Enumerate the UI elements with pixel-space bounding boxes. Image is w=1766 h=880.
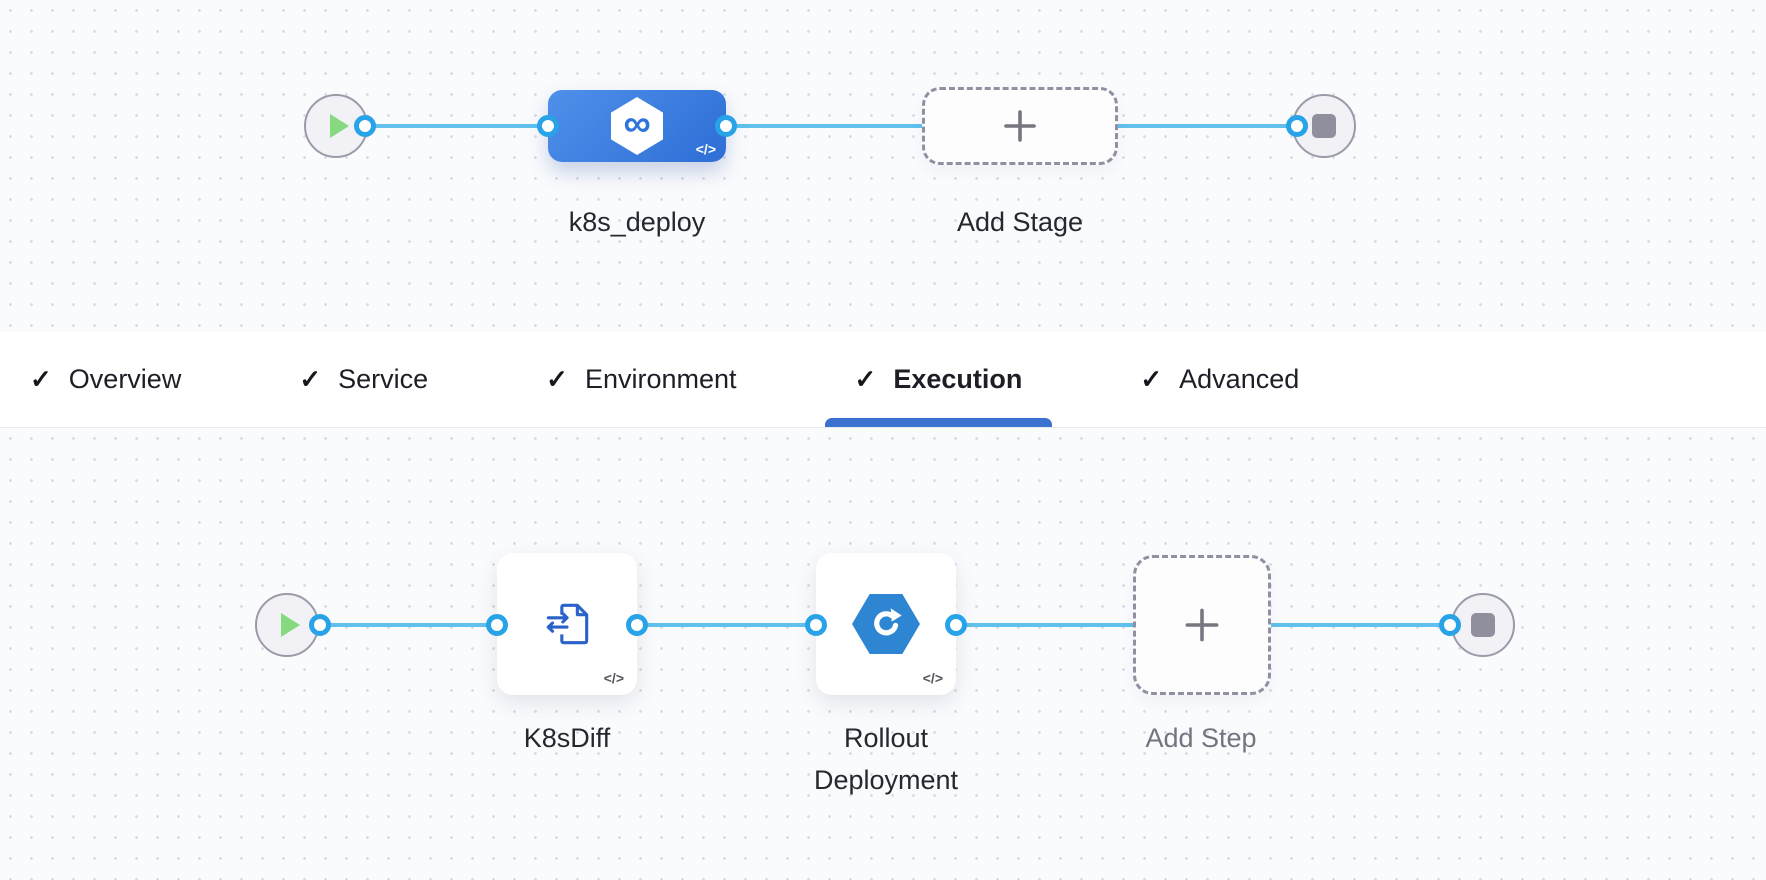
tab-advanced[interactable]: ✓ Advanced xyxy=(1110,332,1329,427)
tab-label: Execution xyxy=(893,364,1023,394)
connector-port[interactable] xyxy=(626,614,648,636)
tab-overview[interactable]: ✓ Overview xyxy=(0,332,211,427)
connector-port[interactable] xyxy=(354,115,376,137)
k8s-diff-icon xyxy=(546,603,589,645)
step-node-rollout-deployment[interactable]: </> xyxy=(816,553,956,695)
check-icon: ✓ xyxy=(299,364,322,394)
stage-graph-canvas[interactable]: ∞ </> k8s_deploy Add Stage xyxy=(0,0,1766,333)
tab-label: Advanced xyxy=(1179,364,1300,394)
check-icon: ✓ xyxy=(30,364,52,394)
step-name-label: K8sDiff xyxy=(523,723,611,753)
stage-name-label: k8s_deploy xyxy=(568,207,706,237)
tab-environment[interactable]: ✓ Environment xyxy=(516,332,766,427)
code-badge-icon: </> xyxy=(603,670,624,686)
stage-node-k8s-deploy[interactable]: ∞ </> xyxy=(548,90,726,162)
check-icon: ✓ xyxy=(854,364,877,394)
play-icon xyxy=(329,114,349,138)
stage-edge-line xyxy=(365,124,1297,128)
connector-port[interactable] xyxy=(1439,614,1461,636)
step-node-k8sdiff[interactable]: </> xyxy=(497,553,637,695)
infinity-icon: ∞ xyxy=(623,103,651,145)
step-name-label: Rollout Deployment xyxy=(813,723,959,795)
deploy-stage-icon: ∞ xyxy=(611,97,663,155)
check-icon: ✓ xyxy=(1140,364,1163,394)
tab-label: Environment xyxy=(584,364,737,394)
execution-start-node[interactable] xyxy=(255,593,319,657)
execution-end-node[interactable] xyxy=(1451,593,1515,657)
active-tab-underline xyxy=(824,418,1053,427)
tab-label: Service xyxy=(338,364,429,394)
connector-port[interactable] xyxy=(309,614,331,636)
code-badge-icon: </> xyxy=(922,670,943,686)
tab-execution[interactable]: ✓ Execution xyxy=(824,332,1053,427)
connector-port[interactable] xyxy=(486,614,508,636)
stop-icon xyxy=(1312,114,1336,138)
execution-graph-canvas[interactable]: </> </> K8sDiff Rollou xyxy=(0,428,1766,880)
rotate-arrow-icon xyxy=(874,608,902,636)
connector-port[interactable] xyxy=(715,115,737,137)
plus-icon xyxy=(1185,608,1219,642)
connector-port[interactable] xyxy=(945,614,967,636)
add-stage-button[interactable] xyxy=(922,87,1118,165)
plus-icon xyxy=(1004,110,1036,142)
check-icon: ✓ xyxy=(546,364,568,394)
tab-service[interactable]: ✓ Service xyxy=(269,332,458,427)
connector-port[interactable] xyxy=(537,115,559,137)
connector-port[interactable] xyxy=(805,614,827,636)
add-stage-label[interactable]: Add Stage xyxy=(956,207,1084,237)
add-step-button[interactable] xyxy=(1133,555,1271,695)
stop-icon xyxy=(1471,613,1495,637)
code-badge-icon: </> xyxy=(695,141,716,157)
connector-port[interactable] xyxy=(1286,115,1308,137)
tab-label: Overview xyxy=(68,364,182,394)
play-icon xyxy=(280,613,300,637)
add-step-label[interactable]: Add Step xyxy=(1145,723,1257,753)
stage-config-tabs: ✓ Overview ✓ Service ✓ Environment ✓ Exe… xyxy=(0,332,1766,428)
rollout-deployment-icon xyxy=(852,594,920,654)
